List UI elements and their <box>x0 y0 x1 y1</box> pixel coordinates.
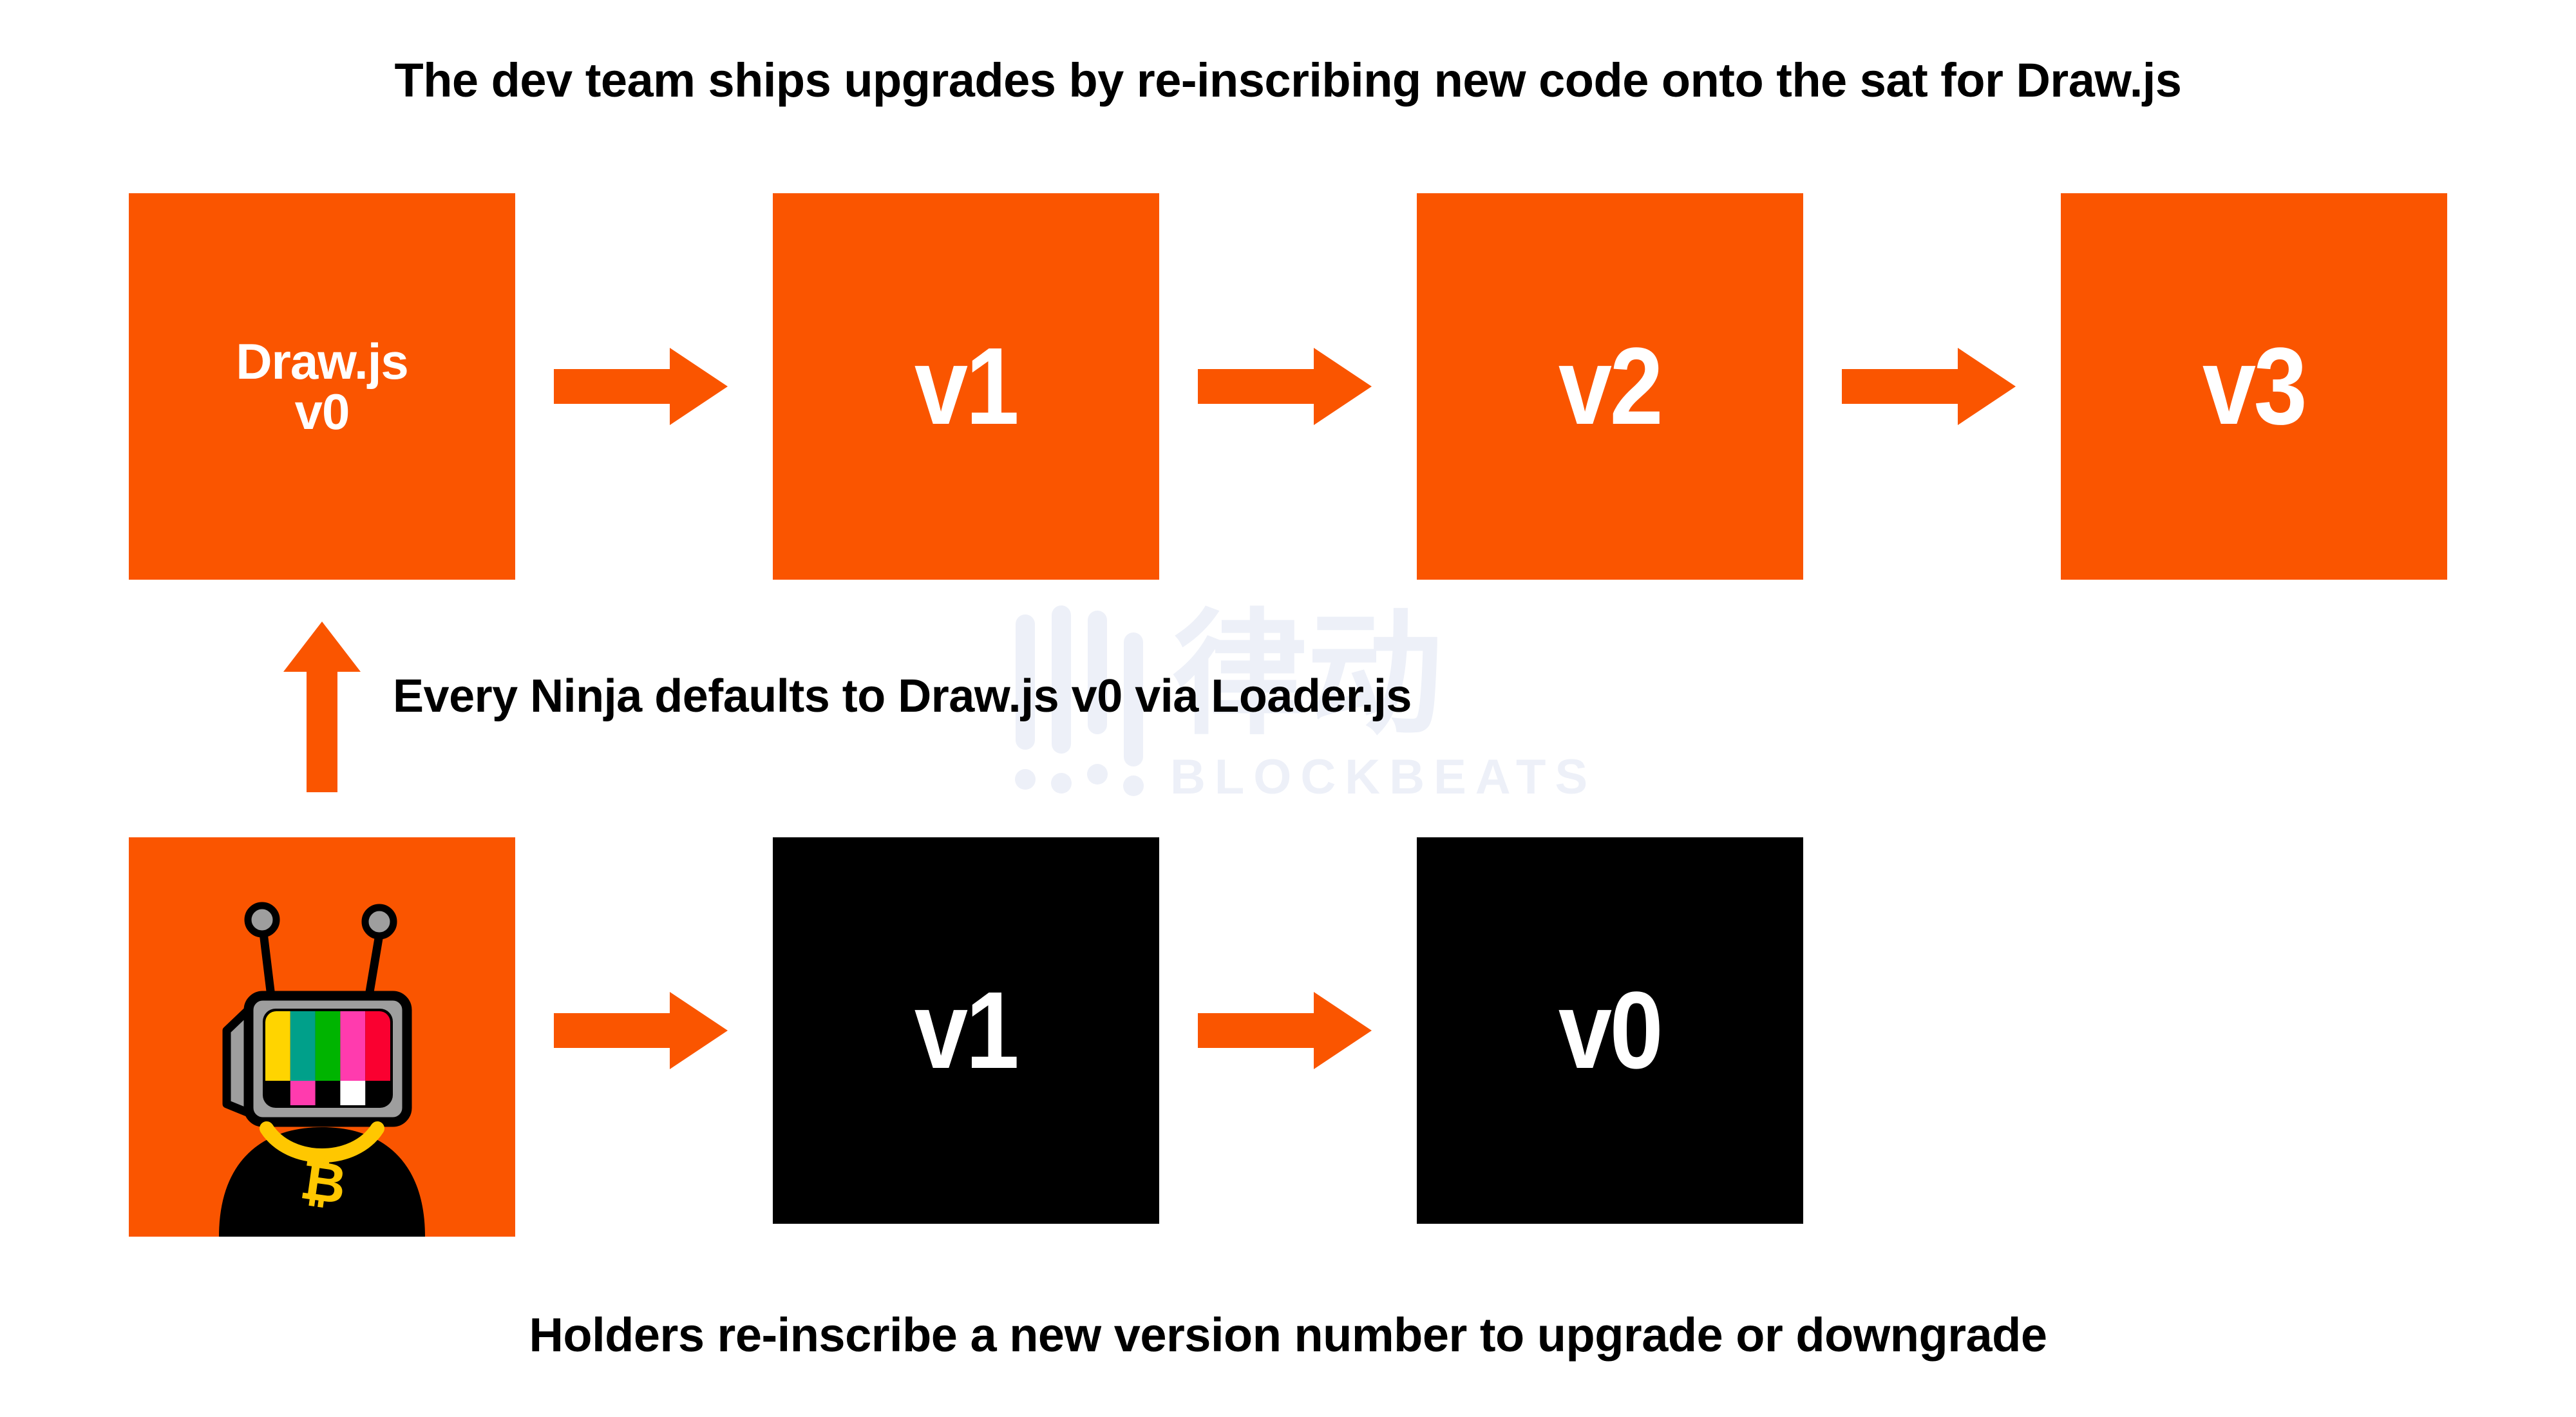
watermark-en-text: BLOCKBEATS <box>1170 750 1594 804</box>
holder-box-2-label: v0 <box>1558 969 1663 1092</box>
tv-head-ninja-avatar-icon: ₿ <box>129 837 515 1237</box>
dev-box-3-label: v3 <box>2202 325 2307 448</box>
diagram-caption-bottom: Holders re-inscribe a new version number… <box>529 1308 2047 1362</box>
dev-box-0-line2: v0 <box>294 383 350 440</box>
holder-box-v0[interactable]: v0 <box>1417 837 1803 1224</box>
arrow-right-icon-dev-2 <box>1198 348 1372 425</box>
dev-box-2-label: v2 <box>1558 325 1663 448</box>
dev-box-draw-js-v0[interactable]: Draw.js v0 <box>129 193 515 580</box>
arrow-right-icon-holder-1 <box>554 992 728 1069</box>
diagram-title-top: The dev team ships upgrades by re-inscri… <box>394 53 2182 107</box>
arrow-right-icon-dev-3 <box>1842 348 2016 425</box>
dev-box-v3[interactable]: v3 <box>2061 193 2447 580</box>
dev-box-v1[interactable]: v1 <box>773 193 1159 580</box>
dev-box-v2[interactable]: v2 <box>1417 193 1803 580</box>
diagram-caption-middle: Every Ninja defaults to Draw.js v0 via L… <box>393 670 1412 722</box>
svg-text:₿: ₿ <box>297 1148 350 1216</box>
arrow-right-icon-holder-2 <box>1198 992 1372 1069</box>
holder-box-ninja-avatar[interactable]: ₿ <box>129 837 515 1237</box>
arrow-right-icon-dev-1 <box>554 348 728 425</box>
bitcoin-pendant-icon: ₿ <box>297 1148 350 1216</box>
dev-box-0-line1: Draw.js <box>236 333 409 390</box>
arrow-up-icon-loader <box>283 622 361 792</box>
dev-box-1-label: v1 <box>914 325 1019 448</box>
holder-box-1-label: v1 <box>914 969 1019 1092</box>
holder-box-v1[interactable]: v1 <box>773 837 1159 1224</box>
